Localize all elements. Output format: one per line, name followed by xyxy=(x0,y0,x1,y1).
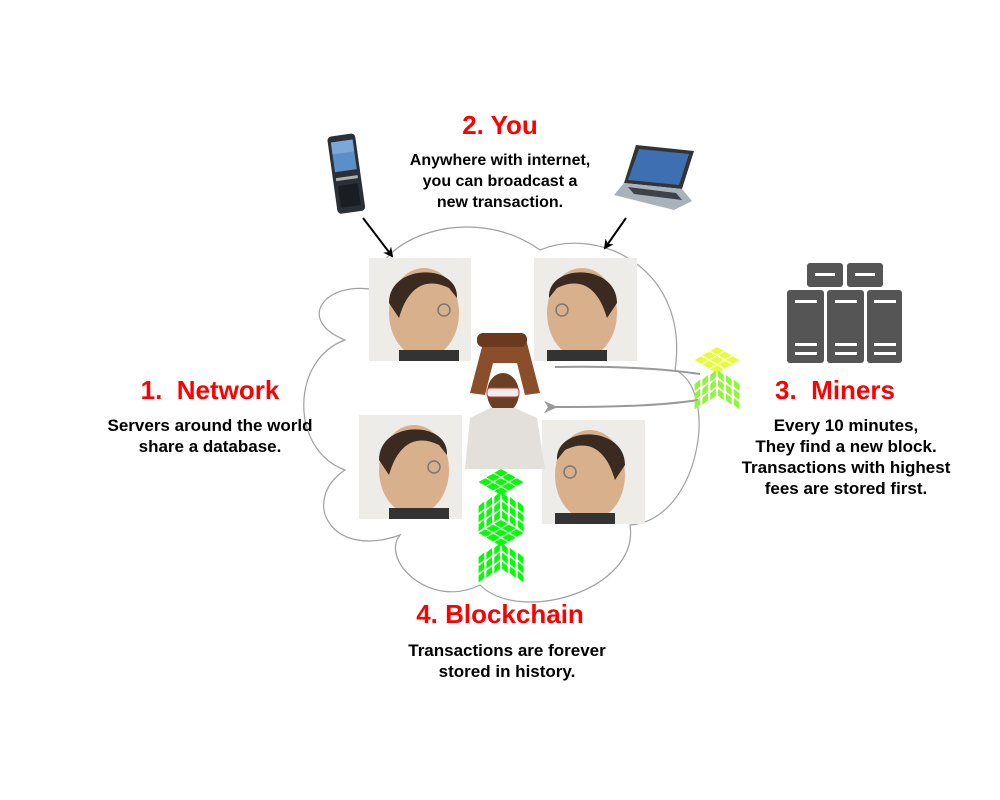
desc-line: Transactions are forever xyxy=(408,641,606,660)
step-blockchain-description: Transactions are forever stored in histo… xyxy=(377,640,637,682)
network-node-top-left xyxy=(369,258,471,361)
laptop-arrow xyxy=(603,217,627,250)
step-you-description: Anywhere with internet, you can broadcas… xyxy=(380,150,620,213)
center-user-figure xyxy=(455,333,550,469)
desc-line: Every 10 minutes, xyxy=(773,416,919,435)
step-miners-title: 3. Miners xyxy=(775,375,895,405)
desc-line: They find a new block. xyxy=(755,437,937,456)
desc-line: share a database. xyxy=(138,437,282,456)
step-network-description: Servers around the world share a databas… xyxy=(90,415,330,457)
desc-line: Servers around the world xyxy=(107,416,313,435)
network-node-bottom-left xyxy=(359,415,462,519)
desc-line: fees are stored first. xyxy=(764,479,928,498)
desc-line: Transactions with highest xyxy=(741,458,951,477)
desc-line: Anywhere with internet, xyxy=(409,152,591,169)
step-you-title: 2. You xyxy=(462,110,538,140)
desc-line: stored in history. xyxy=(438,662,576,681)
step-network-title: 1. Network xyxy=(140,375,280,405)
desc-line: you can broadcast a xyxy=(422,173,578,190)
phone-arrow xyxy=(362,217,394,258)
step-miners-description: Every 10 minutes, They find a new block.… xyxy=(716,415,976,499)
step-blockchain-title: 4. Blockchain xyxy=(416,599,584,629)
network-node-top-right xyxy=(534,258,637,361)
network-node-bottom-right xyxy=(542,420,645,524)
desc-line: new transaction. xyxy=(436,194,564,211)
from-miners-arrow xyxy=(543,399,699,414)
to-miners-arrow xyxy=(554,365,701,375)
network-cloud xyxy=(303,226,700,603)
